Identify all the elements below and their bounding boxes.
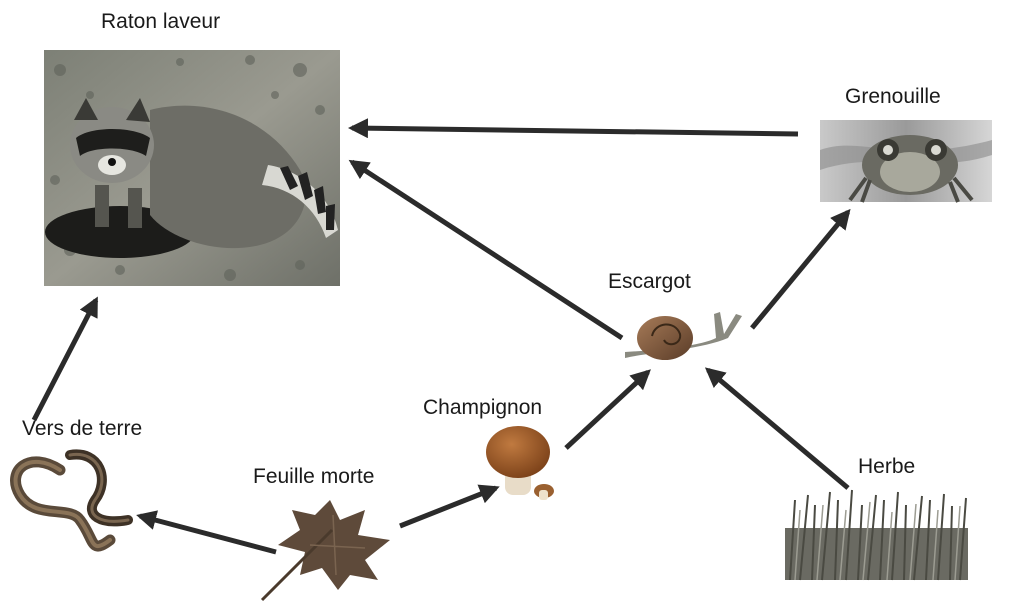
label-vers-de-terre: Vers de terre xyxy=(22,417,142,441)
arrow-feuille-champignon xyxy=(400,488,496,526)
label-raton-laveur: Raton laveur xyxy=(101,10,220,34)
snail-icon xyxy=(625,312,742,360)
arrow-champignon-escargot xyxy=(566,372,648,448)
arrow-escargot-raton xyxy=(352,162,622,338)
arrow-vers-raton xyxy=(34,300,96,420)
label-feuille-morte: Feuille morte xyxy=(253,465,374,489)
arrow-grenouille-raton xyxy=(352,128,798,134)
arrow-feuille-vers xyxy=(140,516,276,552)
arrow-escargot-grenouille xyxy=(752,212,848,328)
label-herbe: Herbe xyxy=(858,455,915,479)
frog-photo xyxy=(820,120,992,202)
label-champignon: Champignon xyxy=(423,396,542,420)
arrow-herbe-escargot xyxy=(708,370,848,488)
label-grenouille: Grenouille xyxy=(845,85,941,109)
earthworm-icon xyxy=(16,454,128,546)
label-escargot: Escargot xyxy=(608,270,691,294)
maple-leaf-icon xyxy=(262,500,390,600)
grass-icon xyxy=(785,490,968,580)
raccoon-photo xyxy=(44,50,340,286)
